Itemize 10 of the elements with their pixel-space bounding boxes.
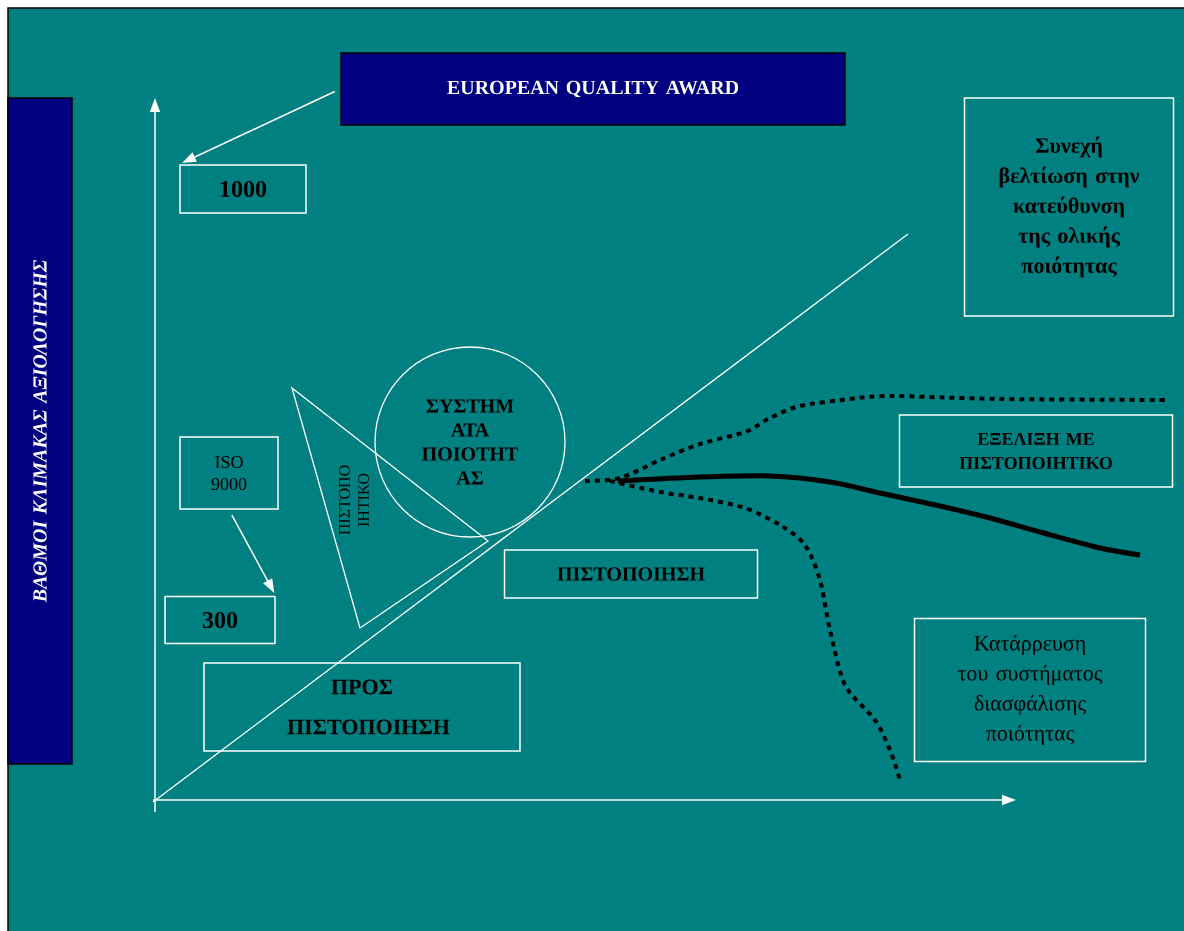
label-box: ΠΡΟΣ ΠΙΣΤΟΠΟΙΗΣΗ — [203, 662, 521, 752]
label-box: ISO 9000 — [179, 436, 279, 510]
title-box: EUROPEAN QUALITY AWARD — [340, 52, 846, 126]
label-box: ΕΞΕΛΙΞΗ ΜΕ ΠΙΣΤΟΠΟΙΗΤΙΚΟ — [898, 414, 1174, 488]
label-box: ΠΙΣΤΟΠΟΙΗΣΗ — [503, 549, 759, 599]
text-box: Συνεχή βελτίωση στην κατεύθυνση της ολικής ποιότητας — [963, 97, 1175, 317]
axis-title-box: ΒΑΘΜΟΙ ΚΛΙΜΑΚΑΣ ΑΞΙΟΛΟΓΗΣΗΣ — [7, 97, 73, 765]
value-box: 300 — [164, 595, 276, 645]
value-box: 1000 — [179, 164, 307, 214]
text-box: Κατάρρευση του συστήματος διασφάλισης ποιότητας — [913, 617, 1147, 763]
